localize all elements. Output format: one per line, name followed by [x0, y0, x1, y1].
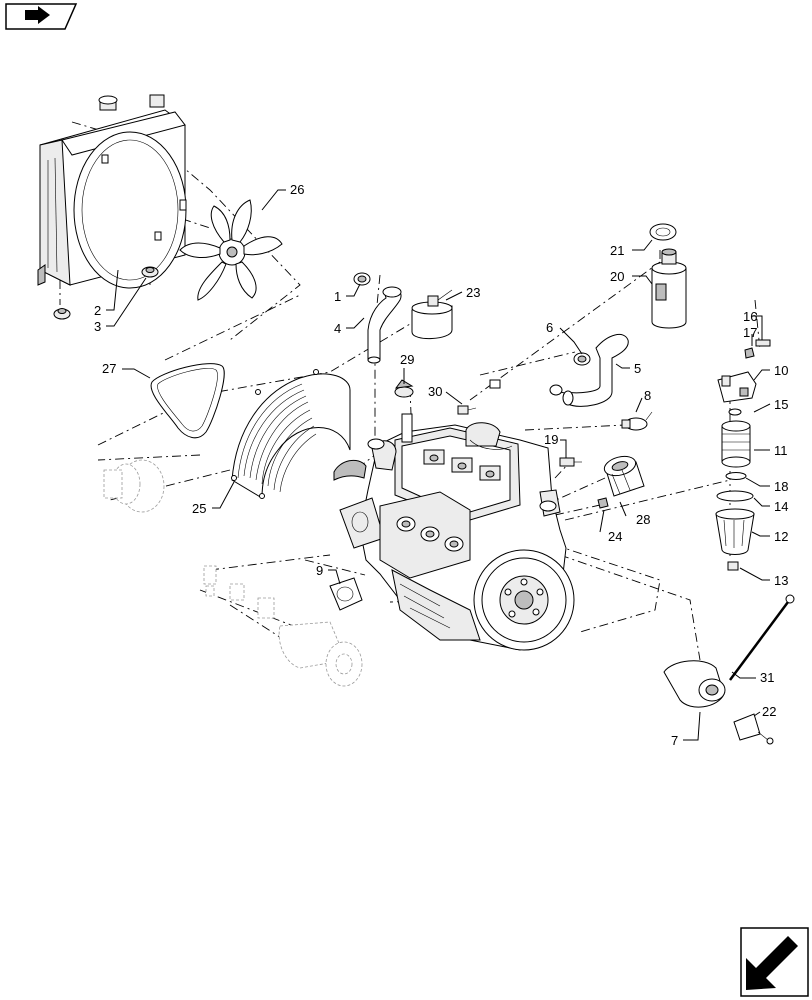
- engine-block: [333, 413, 575, 651]
- cap-21: [649, 223, 677, 241]
- drain-valve-13: [727, 561, 739, 571]
- seal-18: [725, 472, 747, 480]
- callout-labels: 1 2 3 4 5 6 7 8 9 10 11 12 13 14 15 16 1…: [94, 182, 788, 748]
- callout-10: 10: [774, 363, 788, 378]
- hose-upper: [367, 286, 402, 364]
- pump-23: [411, 289, 453, 339]
- clamp-lower-hose: [549, 352, 591, 396]
- callout-20: 20: [610, 269, 624, 284]
- reservoir-20: [651, 248, 687, 329]
- callout-23: 23: [466, 285, 480, 300]
- nav-back-button[interactable]: [5, 3, 78, 30]
- arrow-right-icon: [25, 6, 50, 24]
- callout-25: 25: [192, 501, 206, 516]
- bracket-22: [733, 713, 774, 745]
- hose-lower: [562, 333, 629, 407]
- callout-9: 9: [316, 563, 323, 578]
- callout-19: 19: [544, 432, 558, 447]
- fitting-17: [744, 347, 755, 359]
- callout-2: 2: [94, 303, 101, 318]
- callout-29: 29: [400, 352, 414, 367]
- callout-18: 18: [774, 479, 788, 494]
- dipstick-31: [728, 594, 795, 681]
- belt-27: [150, 363, 225, 439]
- callout-8: 8: [644, 388, 651, 403]
- sensor-ghost-group: [203, 565, 275, 619]
- callout-1: 1: [334, 289, 341, 304]
- callout-28: 28: [636, 512, 650, 527]
- callout-21: 21: [610, 243, 624, 258]
- callout-12: 12: [774, 529, 788, 544]
- callout-22: 22: [762, 704, 776, 719]
- radiator-cap-bottom: [141, 266, 159, 278]
- callout-15: 15: [774, 397, 788, 412]
- fitting-16: [755, 339, 771, 347]
- o-ring-14: [716, 490, 754, 502]
- fan-26: [179, 199, 283, 301]
- callout-26: 26: [290, 182, 304, 197]
- callout-11: 11: [774, 443, 788, 458]
- fan-guard-25: [231, 369, 351, 499]
- callout-31: 31: [760, 670, 774, 685]
- callout-7: 7: [671, 733, 678, 748]
- callout-16: 16: [743, 309, 757, 324]
- sensor-30: [457, 379, 501, 415]
- oil-filter-28: [603, 455, 645, 497]
- sensor-8: [621, 411, 653, 431]
- plug-24: [597, 497, 609, 509]
- callout-17: 17: [743, 325, 757, 340]
- callout-5: 5: [634, 361, 641, 376]
- radiator: [37, 94, 187, 289]
- fuel-filter-head: [717, 371, 757, 403]
- plug-drain: [53, 308, 71, 320]
- nav-corner-button[interactable]: [740, 927, 809, 997]
- callout-6: 6: [546, 320, 553, 335]
- callout-27: 27: [102, 361, 116, 376]
- starter-ghost: [278, 621, 363, 687]
- leader-lines: [106, 189, 771, 741]
- filter-bowl: [715, 508, 755, 555]
- gasket-9: [329, 577, 363, 611]
- clamp-upper-hose: [353, 272, 371, 286]
- spring-15: [728, 408, 742, 416]
- callout-24: 24: [608, 529, 622, 544]
- callout-30: 30: [428, 384, 442, 399]
- callout-13: 13: [774, 573, 788, 588]
- callout-4: 4: [334, 321, 341, 336]
- callout-3: 3: [94, 319, 101, 334]
- alternator-ghost: [103, 459, 165, 513]
- bolt-19: [559, 457, 582, 467]
- arrow-down-left-icon: [746, 936, 798, 990]
- muffler: [663, 660, 726, 708]
- filter-element: [721, 420, 751, 468]
- callout-14: 14: [774, 499, 788, 514]
